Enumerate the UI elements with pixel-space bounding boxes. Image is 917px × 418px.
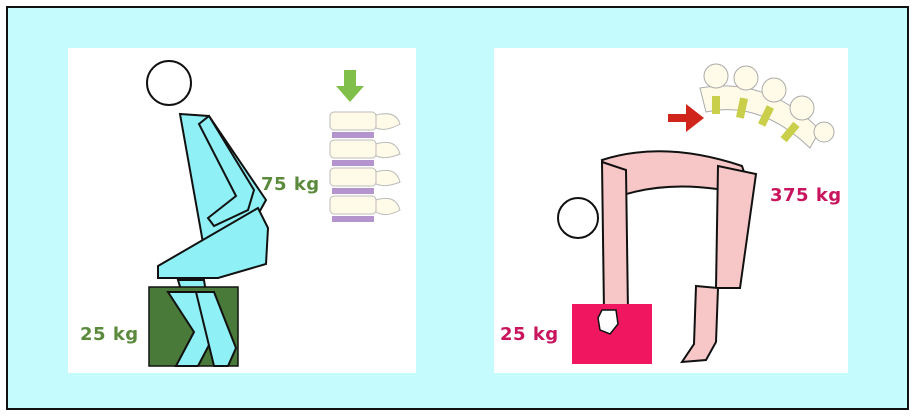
head-circle [558, 198, 598, 238]
left-panel-squat: 75 kg 25 kg [68, 48, 416, 373]
left-spine-load-label: 75 kg [261, 174, 320, 195]
thigh-shape [716, 166, 756, 288]
spine-curved [700, 64, 834, 148]
shin-shape [682, 286, 718, 362]
left-box-weight-label: 25 kg [80, 324, 139, 345]
right-box-weight-label: 25 kg [500, 324, 559, 345]
spine-vertical [330, 112, 400, 222]
right-panel-bent: 375 kg 25 kg [494, 48, 848, 373]
right-spine-load-label: 375 kg [770, 185, 842, 206]
down-arrow-icon [336, 70, 364, 102]
head-circle [147, 61, 191, 105]
arm-shape [602, 162, 628, 312]
right-arrow-icon [668, 104, 704, 132]
